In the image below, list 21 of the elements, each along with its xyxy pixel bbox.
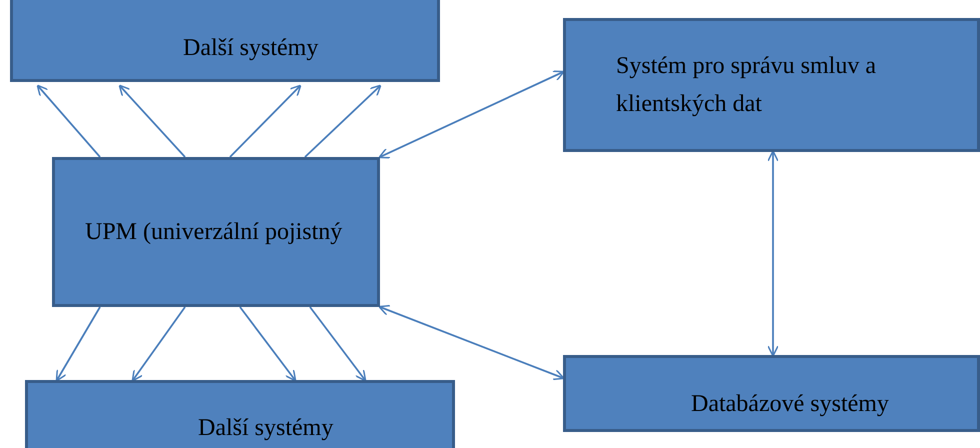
arrow	[239, 306, 296, 382]
box-label: Další systémy	[198, 414, 334, 443]
arrow	[36, 84, 101, 158]
arrow	[378, 304, 565, 380]
box-label: UPM (univerzální pojistný	[85, 218, 344, 247]
system-box	[52, 157, 380, 307]
arrow	[132, 306, 186, 382]
arrow	[304, 84, 382, 158]
box-label: Systém pro správu smluv a klientských dat	[616, 52, 877, 119]
box-label: Další systémy	[183, 34, 320, 63]
arrow	[767, 150, 779, 357]
system-box	[10, 0, 440, 82]
arrow	[118, 84, 186, 158]
box-label: Databázové systémy	[691, 390, 890, 420]
system-box	[563, 355, 980, 432]
system-box	[563, 18, 980, 152]
arrow	[378, 70, 565, 158]
system-box	[25, 380, 455, 448]
arrow	[309, 306, 366, 382]
arrow	[229, 84, 302, 158]
arrow	[56, 306, 101, 382]
